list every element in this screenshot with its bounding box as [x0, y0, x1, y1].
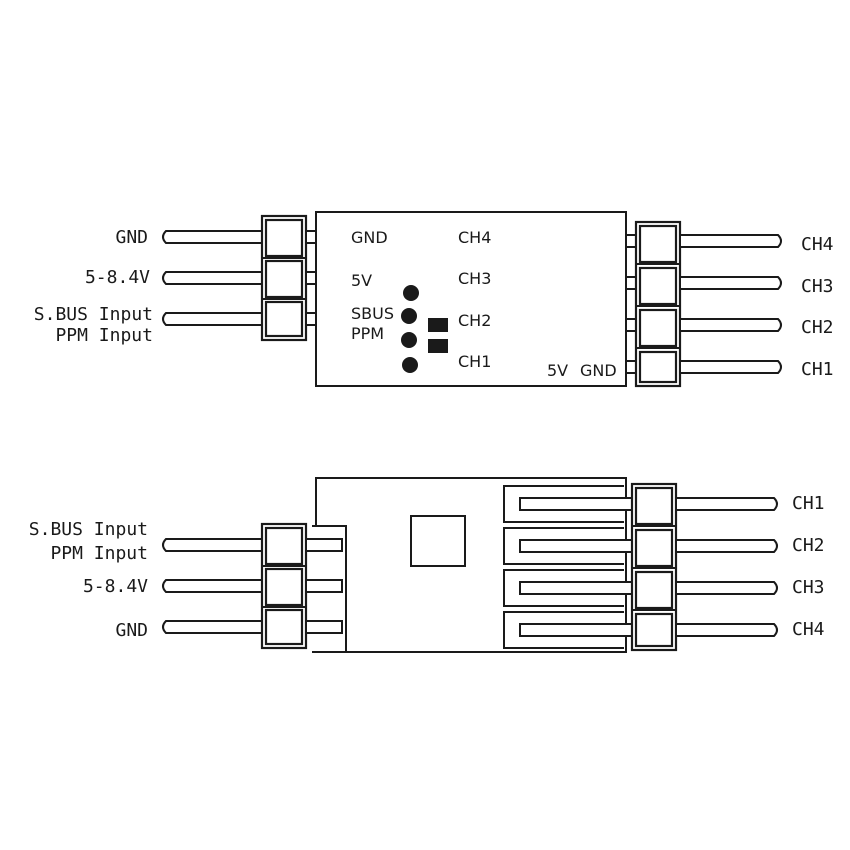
board-label-5v: 5V — [351, 271, 372, 290]
board-label-sbus: SBUS — [351, 304, 394, 323]
pin-stub — [625, 318, 637, 332]
top-board — [315, 211, 627, 387]
pin — [162, 230, 263, 244]
board-label-5v-bottom: 5V — [547, 361, 568, 380]
board-label-ppm: PPM — [351, 324, 384, 343]
top-view: GND 5-8.4V S.BUS Input PPM Input CH4 CH3… — [34, 211, 834, 388]
jumper-dot — [401, 332, 417, 348]
top-right-pins — [625, 220, 782, 388]
header-cell — [264, 608, 304, 646]
pin — [679, 234, 782, 248]
pin — [162, 538, 263, 552]
pin — [675, 539, 778, 553]
top-left-label-gnd: GND — [115, 227, 148, 248]
top-right-label-ch3: CH3 — [801, 276, 834, 297]
pin — [679, 360, 782, 374]
pin — [162, 271, 263, 285]
pin-stub — [305, 312, 317, 326]
board-label-ch4: CH4 — [458, 228, 491, 247]
header-cell — [634, 486, 674, 526]
board-label-gnd: GND — [351, 228, 388, 247]
board-label-ch3: CH3 — [458, 269, 491, 288]
bottom-right-pins — [630, 482, 778, 652]
header-cell — [264, 218, 304, 258]
top-left-label-power: 5-8.4V — [85, 267, 150, 288]
pin-stub — [519, 581, 637, 595]
header-cell — [264, 526, 304, 566]
header-cell — [638, 266, 678, 306]
pin-stub — [305, 538, 343, 552]
bottom-left-label-ppm: PPM Input — [50, 543, 148, 564]
board-label-ch1: CH1 — [458, 352, 491, 371]
pin-stub — [519, 623, 637, 637]
pin — [675, 497, 778, 511]
header-cell — [634, 528, 674, 568]
bottom-view: S.BUS Input PPM Input 5-8.4V GND CH1 CH2… — [29, 477, 825, 653]
chip — [410, 515, 466, 567]
pin — [679, 318, 782, 332]
solder-pad — [428, 318, 448, 332]
pin — [162, 620, 263, 634]
pin-stub — [625, 276, 637, 290]
bottom-right-label-ch2: CH2 — [792, 535, 825, 556]
bottom-right-label-ch1: CH1 — [792, 493, 825, 514]
bottom-left-label-sbus: S.BUS Input — [29, 519, 148, 540]
board-label-gnd-bottom: GND — [580, 361, 617, 380]
pin-stub — [625, 234, 637, 248]
top-right-label-ch2: CH2 — [801, 317, 834, 338]
pin-stub — [305, 271, 317, 285]
pin — [162, 312, 263, 326]
solder-pad — [428, 339, 448, 353]
jumper-dot — [402, 357, 418, 373]
bottom-right-label-ch3: CH3 — [792, 577, 825, 598]
header-cell — [638, 224, 678, 264]
pin-stub — [519, 497, 637, 511]
pin-stub — [305, 620, 343, 634]
pin-stub — [305, 579, 343, 593]
pin — [675, 581, 778, 595]
pin — [679, 276, 782, 290]
pin — [162, 579, 263, 593]
jumper-dot — [403, 285, 419, 301]
pin — [675, 623, 778, 637]
bottom-right-label-ch4: CH4 — [792, 619, 825, 640]
jumper-dot — [401, 308, 417, 324]
header-cell — [264, 300, 304, 338]
bottom-left-label-power: 5-8.4V — [83, 576, 148, 597]
bottom-left-pins — [162, 522, 343, 650]
top-left-label-ppm: PPM Input — [55, 325, 153, 346]
header-cell — [634, 612, 674, 648]
header-cell — [264, 567, 304, 607]
top-right-label-ch1: CH1 — [801, 359, 834, 380]
top-left-label-sbus: S.BUS Input — [34, 304, 153, 325]
pin-stub — [519, 539, 637, 553]
bottom-left-label-gnd: GND — [115, 620, 148, 641]
header-cell — [638, 308, 678, 348]
top-right-label-ch4: CH4 — [801, 234, 834, 255]
board-label-ch2: CH2 — [458, 311, 491, 330]
header-cell — [634, 570, 674, 610]
pin-stub — [305, 230, 317, 244]
pin-stub — [625, 360, 637, 374]
header-cell — [264, 259, 304, 299]
header-cell — [638, 350, 678, 384]
top-left-pins — [162, 214, 317, 342]
